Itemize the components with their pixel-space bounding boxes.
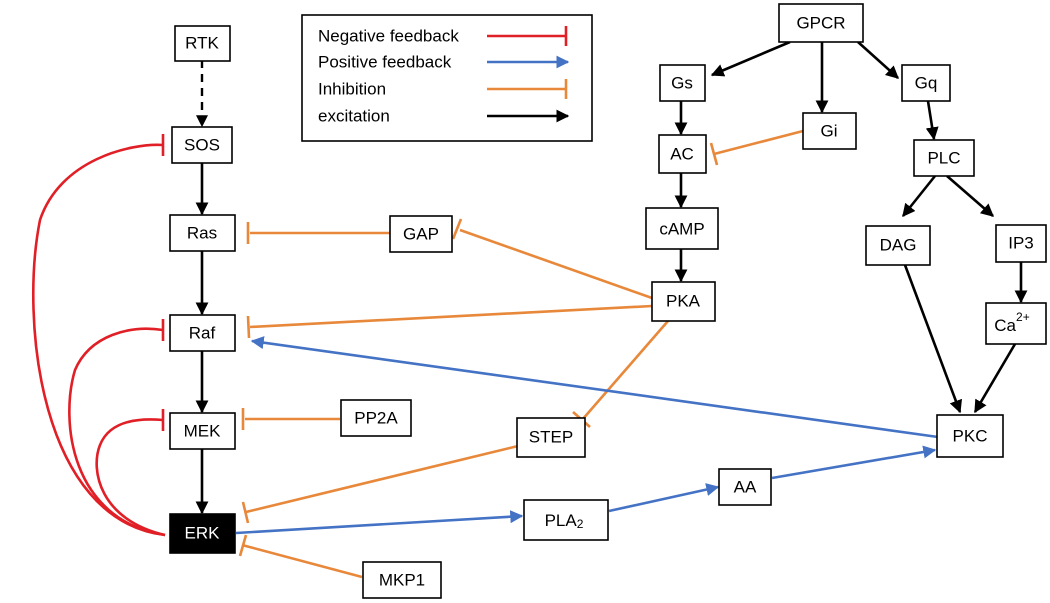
legend-positive-feedback-label: Positive feedback — [318, 53, 452, 72]
edge-gi-ac-inhibition — [713, 129, 804, 156]
edge-plc-dag — [901, 175, 937, 218]
node-sos-label: SOS — [184, 136, 220, 155]
edge-pla2-aa-positive-feedback — [608, 483, 720, 513]
node-ac-label: AC — [670, 145, 694, 164]
node-ip3: IP3 — [995, 224, 1047, 263]
node-mek-label: MEK — [184, 422, 222, 441]
tbar-erk-mkp1 — [238, 534, 248, 557]
node-ac: AC — [658, 134, 707, 174]
node-mkp1: MKP1 — [362, 561, 442, 599]
node-rtk-label: RTK — [185, 34, 219, 53]
edge-pkc-raf-positive-feedback — [250, 336, 939, 439]
node-ca-label: Ca2+ — [994, 310, 1029, 335]
legend: Negative feedback Positive feedback Inhi… — [301, 14, 593, 142]
node-rtk: RTK — [174, 25, 231, 62]
node-pla2: PLA2 — [523, 499, 609, 541]
tbar-erk-step — [241, 501, 250, 524]
node-camp-label: cAMP — [659, 220, 704, 239]
node-aa: AA — [718, 468, 772, 506]
node-pka-label: PKA — [666, 292, 701, 311]
edge-gq-plc — [925, 100, 939, 141]
node-plc-label: PLC — [927, 149, 960, 168]
node-pla2-subscript: 2 — [577, 517, 584, 531]
node-pp2a: PP2A — [340, 399, 412, 437]
edge-erk-raf-negative-feedback — [68, 327, 166, 537]
node-pka: PKA — [651, 281, 716, 322]
edge-pka-raf-inhibition — [249, 304, 653, 329]
node-dag: DAG — [865, 225, 931, 266]
node-mek: MEK — [169, 412, 236, 450]
edge-ca-pkc — [973, 343, 1017, 414]
node-gs: Gs — [659, 64, 706, 102]
edge-mkp1-erk-inhibition — [241, 543, 363, 579]
node-pla2-label: PLA2 — [545, 511, 584, 532]
node-ras-label: Ras — [187, 224, 217, 243]
legend-inhibition-label: Inhibition — [318, 80, 386, 99]
node-aa-label: AA — [734, 478, 757, 497]
node-dag-label: DAG — [880, 236, 917, 255]
edge-pka-gap-inhibition — [459, 228, 653, 300]
node-ras: Ras — [169, 214, 236, 252]
node-pkc: PKC — [936, 414, 1004, 458]
tbar-ac — [709, 142, 719, 166]
edge-dag-pkc — [903, 264, 962, 414]
node-ca-superscript: 2+ — [1016, 310, 1030, 324]
node-pkc-label: PKC — [953, 427, 988, 446]
node-step-label: STEP — [529, 428, 573, 447]
node-gi: Gi — [802, 112, 857, 150]
node-gq: Gq — [901, 64, 951, 102]
tbar-gap — [451, 218, 463, 240]
node-erk: ERK — [169, 513, 236, 554]
edge-erk-mek-negative-feedback — [95, 418, 166, 537]
edge-step-erk-inhibition — [245, 444, 519, 514]
edge-erk-sos-negative-feedback — [32, 143, 166, 537]
edge-erk-pla2-positive-feedback — [235, 510, 524, 535]
node-gi-label: Gi — [821, 122, 838, 141]
legend-negative-feedback-label: Negative feedback — [318, 27, 459, 46]
tbar-raf-pka — [246, 315, 251, 339]
edge-plc-ip3 — [946, 175, 994, 217]
node-pp2a-label: PP2A — [354, 409, 398, 428]
node-gpcr-label: GPCR — [796, 14, 845, 33]
edges — [32, 40, 1028, 579]
legend-excitation-label: excitation — [318, 107, 390, 126]
node-camp: cAMP — [645, 207, 719, 250]
node-gpcr: GPCR — [778, 3, 864, 43]
edge-gpcr-gs — [710, 40, 791, 77]
node-gs-label: Gs — [671, 74, 693, 93]
edge-gpcr-gq — [857, 41, 899, 79]
node-ip3-label: IP3 — [1008, 234, 1034, 253]
node-ca: Ca2+ — [985, 302, 1047, 345]
node-plc: PLC — [913, 139, 975, 177]
edge-pka-step-inhibition — [581, 320, 669, 421]
node-raf: Raf — [169, 314, 236, 352]
node-gap-label: GAP — [403, 225, 439, 244]
edge-aa-pkc-positive-feedback — [771, 445, 937, 480]
node-raf-label: Raf — [189, 324, 216, 343]
node-gq-label: Gq — [915, 74, 938, 93]
node-gap: GAP — [389, 215, 453, 253]
node-sos: SOS — [171, 126, 233, 164]
node-erk-label: ERK — [185, 524, 221, 543]
node-step: STEP — [516, 417, 586, 458]
node-mkp1-label: MKP1 — [379, 571, 425, 590]
